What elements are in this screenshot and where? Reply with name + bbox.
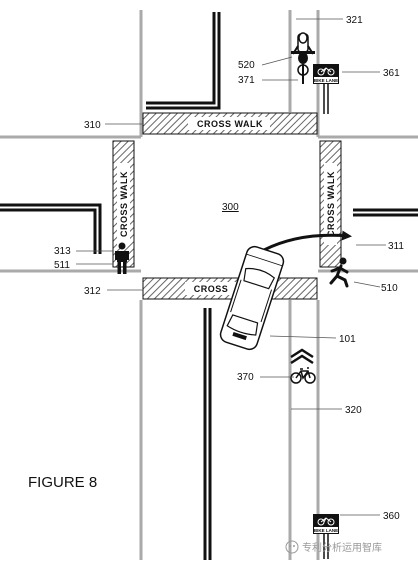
- car-icon: [219, 245, 285, 351]
- runner-icon: [329, 257, 349, 288]
- ref-511: 511: [54, 260, 70, 271]
- bike-lane-sign-text-bottom: BIKE LANE: [314, 528, 338, 533]
- bike-lane-sign-text-top: BIKE LANE: [314, 78, 338, 83]
- ref-311: 311: [388, 241, 404, 252]
- crosswalk-north: CROSS WALK: [142, 112, 318, 135]
- crosswalk-south-label: CROSS: [194, 284, 229, 294]
- watermark: 专利分析运用智库: [285, 540, 382, 554]
- ref-520: 520: [238, 60, 255, 71]
- cyclist-icon: [291, 32, 315, 84]
- lane-chevron-icon: [290, 348, 314, 365]
- bike-lane-sign-icon: BIKE LANE: [313, 514, 339, 559]
- ref-361: 361: [383, 68, 400, 79]
- ref-321: 321: [346, 15, 363, 26]
- reference-labels: 321 520 371 361 310 313 511 311 312 510 …: [54, 15, 404, 522]
- ref-320: 320: [345, 405, 362, 416]
- ref-310: 310: [84, 120, 101, 131]
- intersection-ref-300: 300: [222, 202, 239, 213]
- ref-510: 510: [381, 283, 398, 294]
- crosswalk-east-label: CROSS WALK: [326, 171, 336, 237]
- pedestrian-icon: [115, 242, 129, 274]
- ref-313: 313: [54, 246, 71, 257]
- bike-lane-sign-icon: BIKE LANE: [313, 64, 339, 114]
- crosswalk-south: CROSS: [142, 277, 318, 300]
- crosswalk-west: CROSS WALK: [112, 140, 135, 268]
- ref-101: 101: [339, 334, 356, 345]
- ref-360: 360: [383, 511, 400, 522]
- crosswalk-west-label: CROSS WALK: [119, 171, 129, 237]
- north-lane-marking-inner: [146, 12, 221, 110]
- lane-markings: [0, 12, 418, 560]
- figure-caption: FIGURE 8: [28, 474, 97, 491]
- crosswalk-north-label: CROSS WALK: [197, 119, 263, 129]
- north-lane-marking: [146, 12, 216, 105]
- west-curb-marking: [0, 203, 102, 254]
- ref-370: 370: [237, 372, 254, 383]
- watermark-text: 专利分析运用智库: [302, 541, 382, 554]
- west-curb-marking-inner: [0, 208, 97, 254]
- ref-371: 371: [238, 75, 255, 86]
- direction-arrow-icon: [263, 230, 352, 252]
- crosswalk-east: CROSS WALK: [319, 140, 342, 268]
- ref-312: 312: [84, 286, 101, 297]
- bicycle-icon: [290, 367, 316, 384]
